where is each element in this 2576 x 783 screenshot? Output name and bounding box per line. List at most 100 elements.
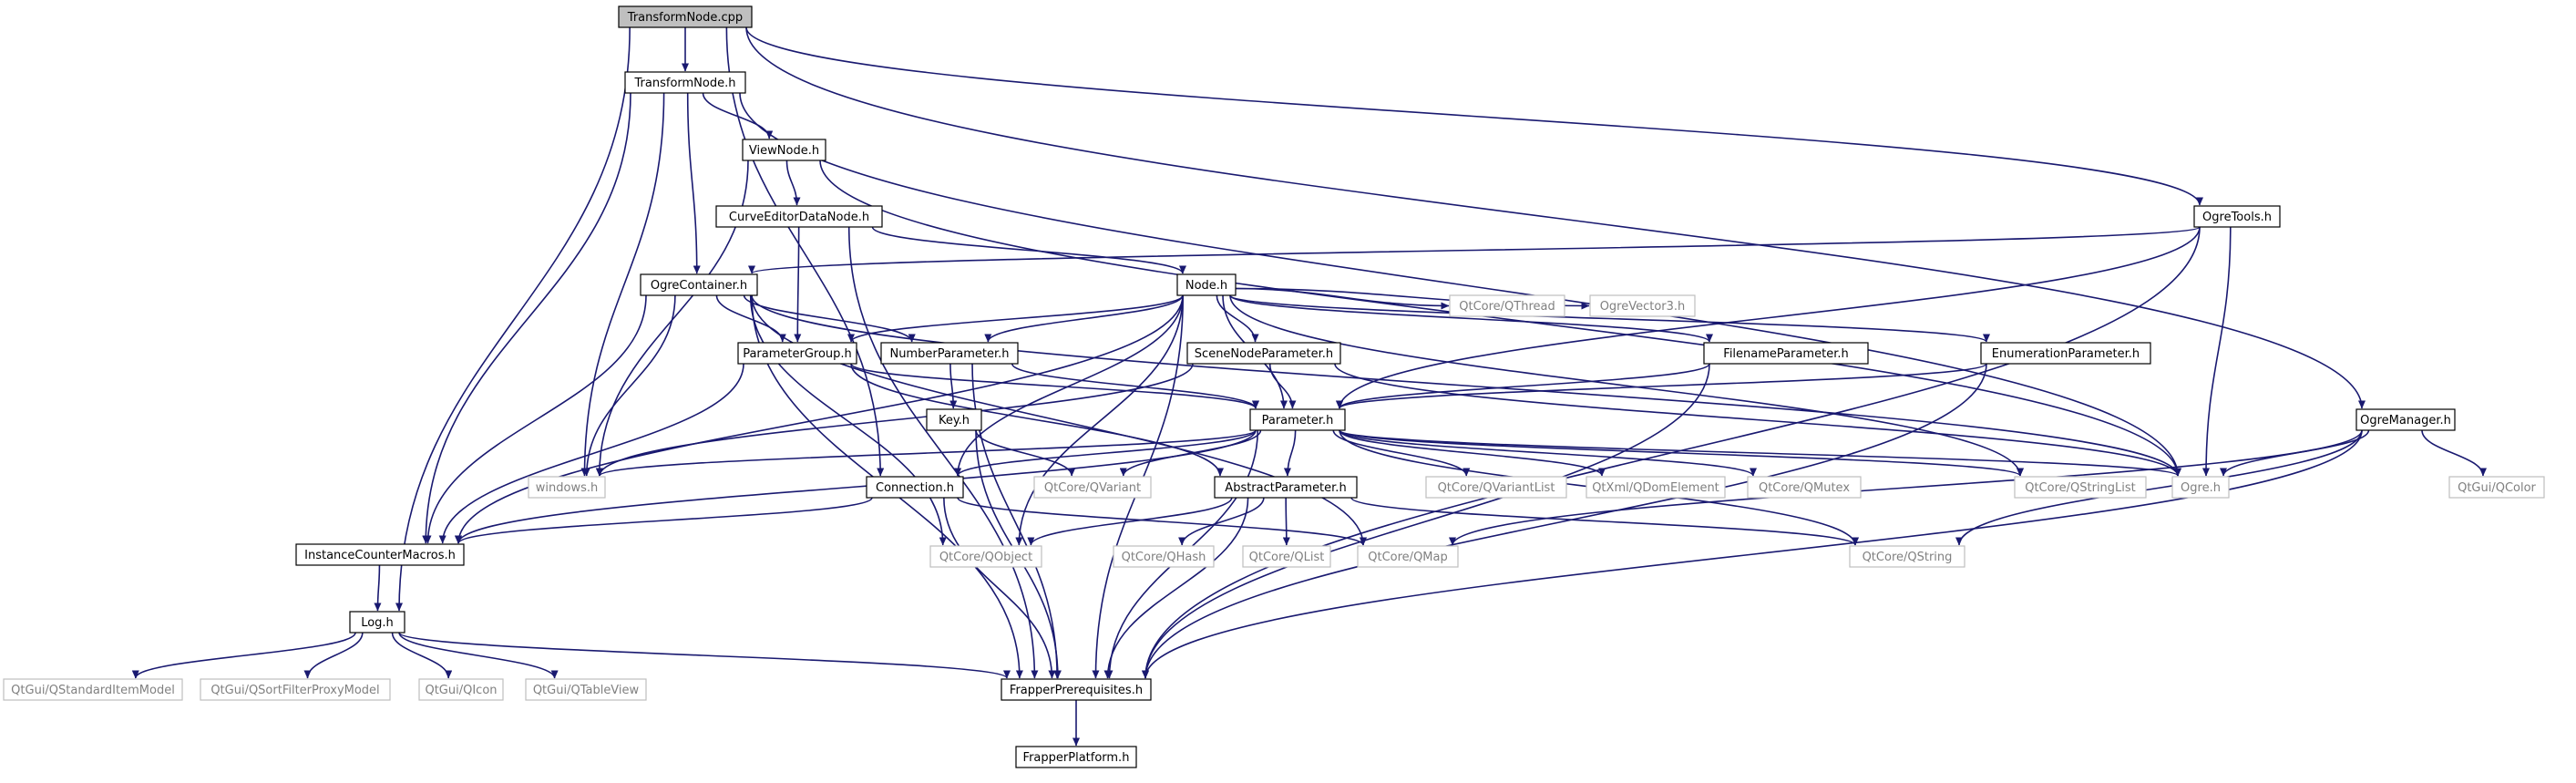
node-log-h[interactable]: Log.h [349,611,405,634]
node-box [200,678,391,701]
node-box [1186,342,1341,365]
edge [785,160,801,206]
node-transformnode-cpp[interactable]: TransformNode.cpp [618,5,753,28]
edge-abstractparameter-h-to-qstring [1350,497,1859,546]
edge [1229,294,2024,477]
edge-filenameparameter-h-to-frapperprerequisites-h [1142,363,1710,679]
edge-parametergroup-h-to-abstractparameter-h [850,363,1224,477]
edge [954,294,1184,477]
node-label: OgreTools.h [2202,211,2272,224]
node-qhash: QtCore/QHash [1113,545,1215,568]
edge-parameter-h-to-qdomelement [1339,429,1606,477]
edge-viewnode-h-to-ogre-h [819,160,2181,477]
node-scenenodeparameter-h[interactable]: SceneNodeParameter.h [1186,342,1341,365]
node-parametergroup-h[interactable]: ParameterGroup.h [737,342,857,365]
node-box [1747,476,1862,499]
node-label: TransformNode.cpp [627,11,743,25]
node-abstractparameter-h[interactable]: AbstractParameter.h [1214,476,1358,499]
node-viewnode-h[interactable]: ViewNode.h [742,139,826,161]
node-frapperprerequisites-h[interactable]: FrapperPrerequisites.h [1001,678,1152,701]
node-transformnode-h[interactable]: TransformNode.h [624,71,746,94]
edge [303,632,364,679]
edge-parametergroup-h-to-instancecountermacros-h [438,363,744,544]
node-qvariantlist: QtCore/QVariantList [1425,476,1567,499]
edge-abstractparameter-h-to-qobject [1027,497,1233,546]
node-ogretools-h[interactable]: OgreTools.h [2193,205,2281,228]
node-qtableview: QtGui/QTableView [525,678,647,701]
edge [686,92,701,274]
node-qobject: QtCore/QObject [929,545,1042,568]
edge [1955,429,2363,546]
edge [131,632,356,679]
node-qvariant: QtCore/QVariant [1033,476,1152,499]
edge-transformnode-h-to-ogre-h [739,92,2181,477]
node-label: FrapperPrerequisites.h [1010,684,1143,697]
node-label: ParameterGroup.h [743,347,852,361]
node-box [525,678,647,701]
edge [1282,497,1290,546]
edge-parametergroup-h-to-parameter-h [850,363,1259,409]
node-box [624,71,746,94]
node-qmutex: QtCore/QMutex [1747,476,1862,499]
node-box [2014,476,2147,499]
node-label: QtCore/QVariantList [1438,481,1555,495]
node-numberparameter-h[interactable]: NumberParameter.h [880,342,1019,365]
edge-parameter-h-to-windows-h [596,429,1257,477]
node-label: Node.h [1185,279,1227,293]
node-connection-h[interactable]: Connection.h [866,476,964,499]
edge-abstractparameter-h-to-qlist [1282,497,1290,546]
edge [743,294,916,343]
edge-instancecountermacros-h-to-log-h [374,564,382,612]
edge-transformnode-cpp-to-connection-h [725,26,885,477]
node-label: OgreVector3.h [1600,300,1686,314]
edge-ogremanager-h-to-qmap [1449,429,2363,546]
node-instancecountermacros-h[interactable]: InstanceCounterMacros.h [295,543,465,566]
node-enumerationparameter-h[interactable]: EnumerationParameter.h [1980,342,2151,365]
node-qlist: QtCore/QList [1242,545,1331,568]
edge [2421,429,2487,477]
edge-node-h-to-numberparameter-h [984,294,1184,343]
edge [725,26,885,477]
node-box [1849,545,1965,568]
edge-scenenodeparameter-h-to-windows-h [596,363,1194,477]
edge-curveeditordatanode-h-to-node-h [871,226,1186,274]
node-label: AbstractParameter.h [1225,481,1346,495]
edge-ogrecontainer-h-to-ogre-h [751,294,2181,477]
node-parameter-h[interactable]: Parameter.h [1249,408,1346,431]
edge [739,92,2181,477]
node-ogremanager-h[interactable]: OgreManager.h [2355,408,2456,431]
edge-node-h-to-qobject [1015,294,1184,546]
edge-ogretools-h-to-ogre-h [2202,226,2232,477]
node-qmap: QtCore/QMap [1357,545,1459,568]
node-box [1176,273,1237,296]
node-label: QtXml/QDomElement [1592,481,1719,495]
edge-transformnode-cpp-to-log-h [395,26,631,612]
node-label: QtCore/QThread [1459,300,1555,314]
node-label: SceneNodeParameter.h [1195,347,1333,361]
node-key-h[interactable]: Key.h [926,408,982,431]
edge [1339,429,1757,477]
node-box [640,273,758,296]
node-curveeditordatanode-h[interactable]: CurveEditorDataNode.h [715,205,883,228]
edge-ogrecontainer-h-to-qmap [751,294,1367,546]
node-qcolor: QtGui/QColor [2448,476,2545,499]
node-filenameparameter-h[interactable]: FilenameParameter.h [1703,342,1869,365]
edge [455,429,1257,544]
edge [1449,429,2363,546]
edge-scenenodeparameter-h-to-ogre-h [1334,363,2181,477]
node-box [2355,408,2456,431]
edges-layer [131,26,2487,747]
edge-transformnode-h-to-windows-h [580,92,665,477]
edge [957,497,1367,546]
node-label: QtCore/QStringList [2025,481,2136,495]
edge [1268,363,1297,409]
node-qstandarditemmodel: QtGui/QStandardItemModel [3,678,183,701]
node-box [1249,408,1346,431]
node-node-h[interactable]: Node.h [1176,273,1237,296]
node-box [1980,342,2151,365]
node-ogrecontainer-h[interactable]: OgreContainer.h [640,273,758,296]
node-label: QtGui/QSortFilterProxyModel [210,684,379,697]
node-box [1242,545,1331,568]
node-label: EnumerationParameter.h [1992,347,2140,361]
node-frapperplatform-h[interactable]: FrapperPlatform.h [1015,746,1137,768]
